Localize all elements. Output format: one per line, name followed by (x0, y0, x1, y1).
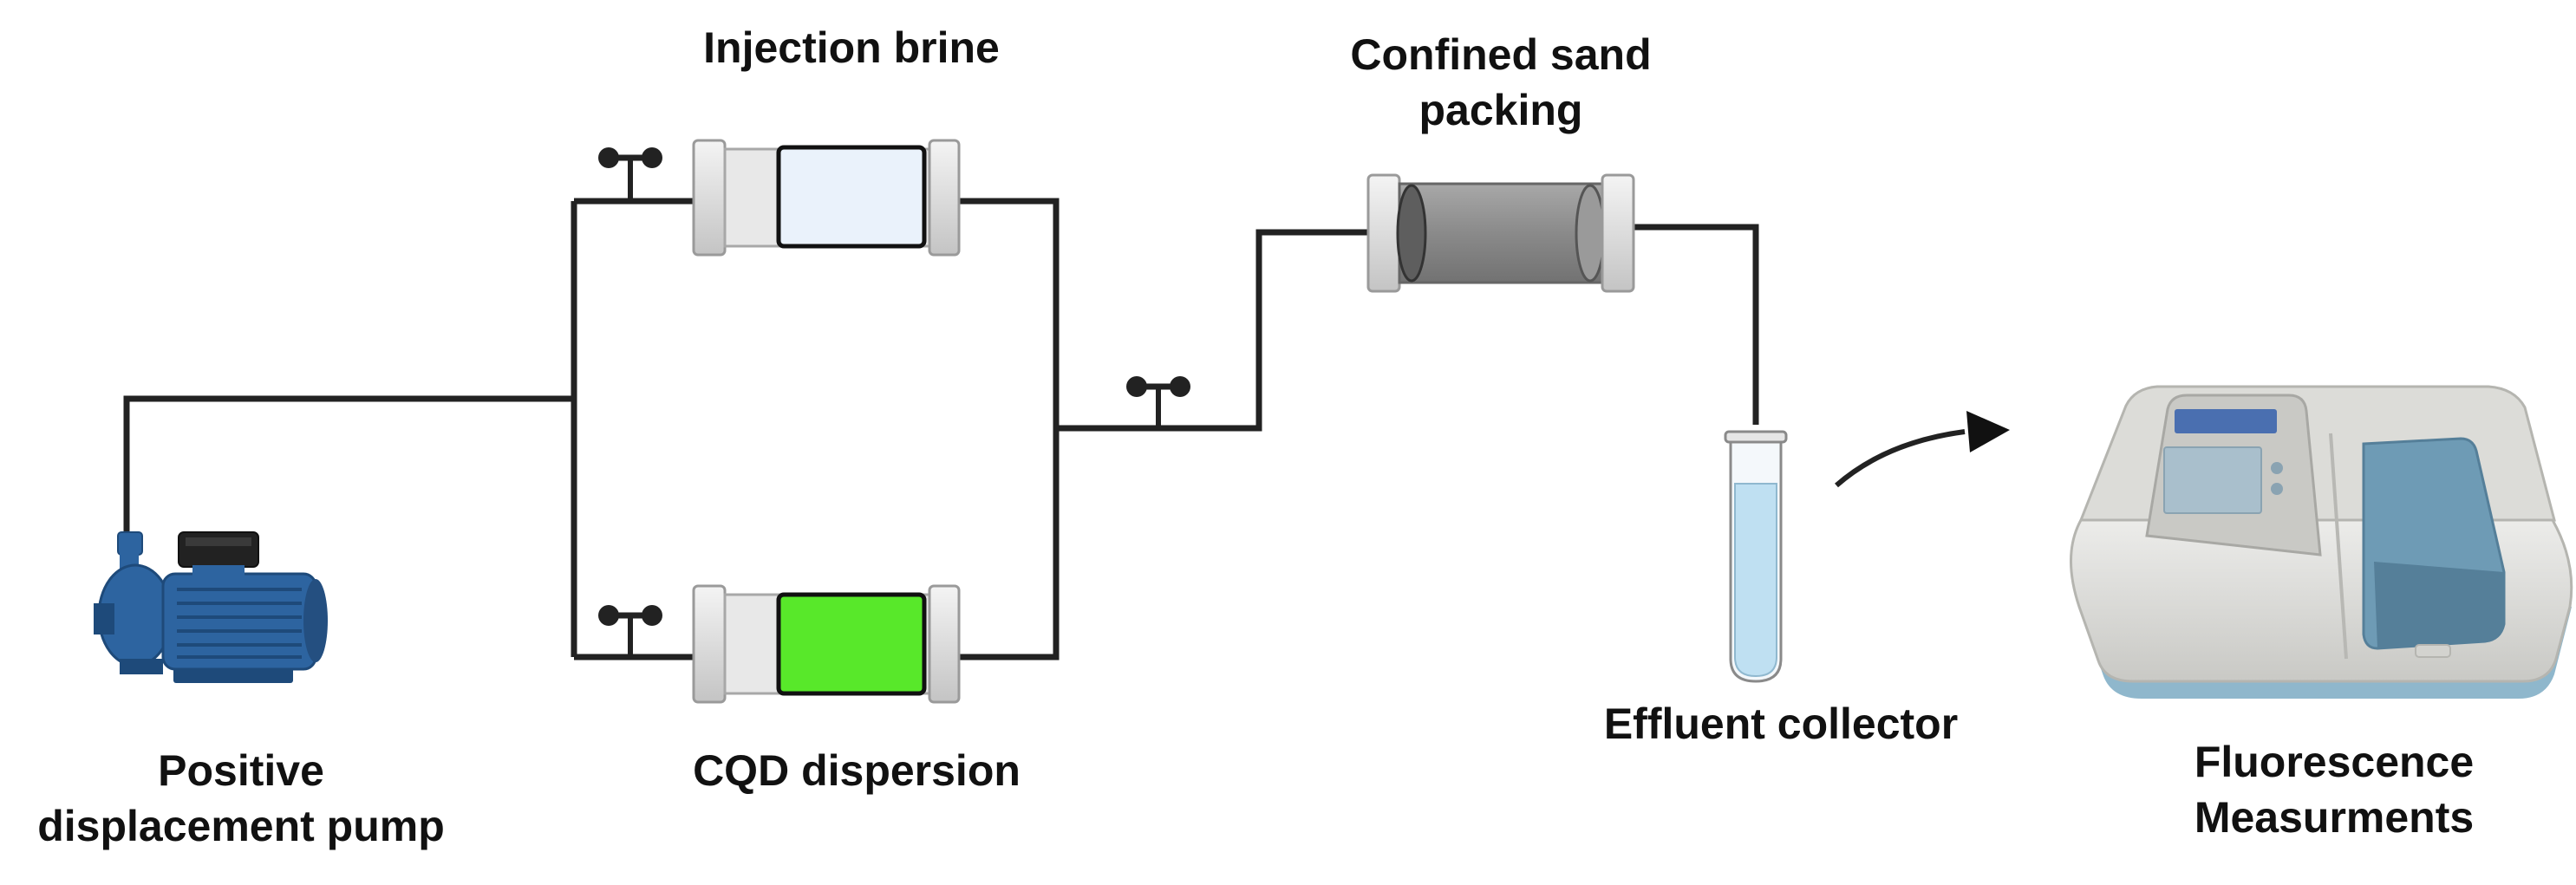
pump-label-line2: displacement pump (37, 802, 445, 850)
pump-label-line1: Positive (158, 746, 324, 795)
column-feed-pipe (1056, 229, 1370, 432)
pump-outlet-pipe (123, 395, 574, 537)
effluent-collector-label: Effluent collector (1604, 700, 1958, 748)
test-tube-icon (1724, 430, 1788, 683)
fluorescence-spectrometer-icon (2069, 385, 2573, 699)
sand-packing-label-line1: Confined sand (1350, 30, 1651, 79)
cqd-dispersion-cylinder (692, 584, 961, 704)
fluorescence-label-line2: Measurments (2194, 793, 2474, 842)
cqd-dispersion-label: CQD dispersion (693, 746, 1021, 795)
arrow-right-icon (1835, 411, 2010, 488)
valve-icon (598, 605, 662, 657)
positive-displacement-pump-icon (94, 531, 328, 683)
injection-brine-label: Injection brine (703, 23, 1000, 72)
brine-outlet-pipe (958, 198, 1060, 660)
column-outlet-pipe (1632, 224, 1759, 425)
fluorescence-label-line1: Fluorescence (2194, 738, 2474, 786)
sand-packing-label-line2: packing (1419, 86, 1583, 134)
valve-icon (1126, 376, 1190, 428)
injection-brine-cylinder (692, 139, 961, 257)
valve-icon (598, 147, 662, 201)
column-icon (1366, 173, 1635, 293)
